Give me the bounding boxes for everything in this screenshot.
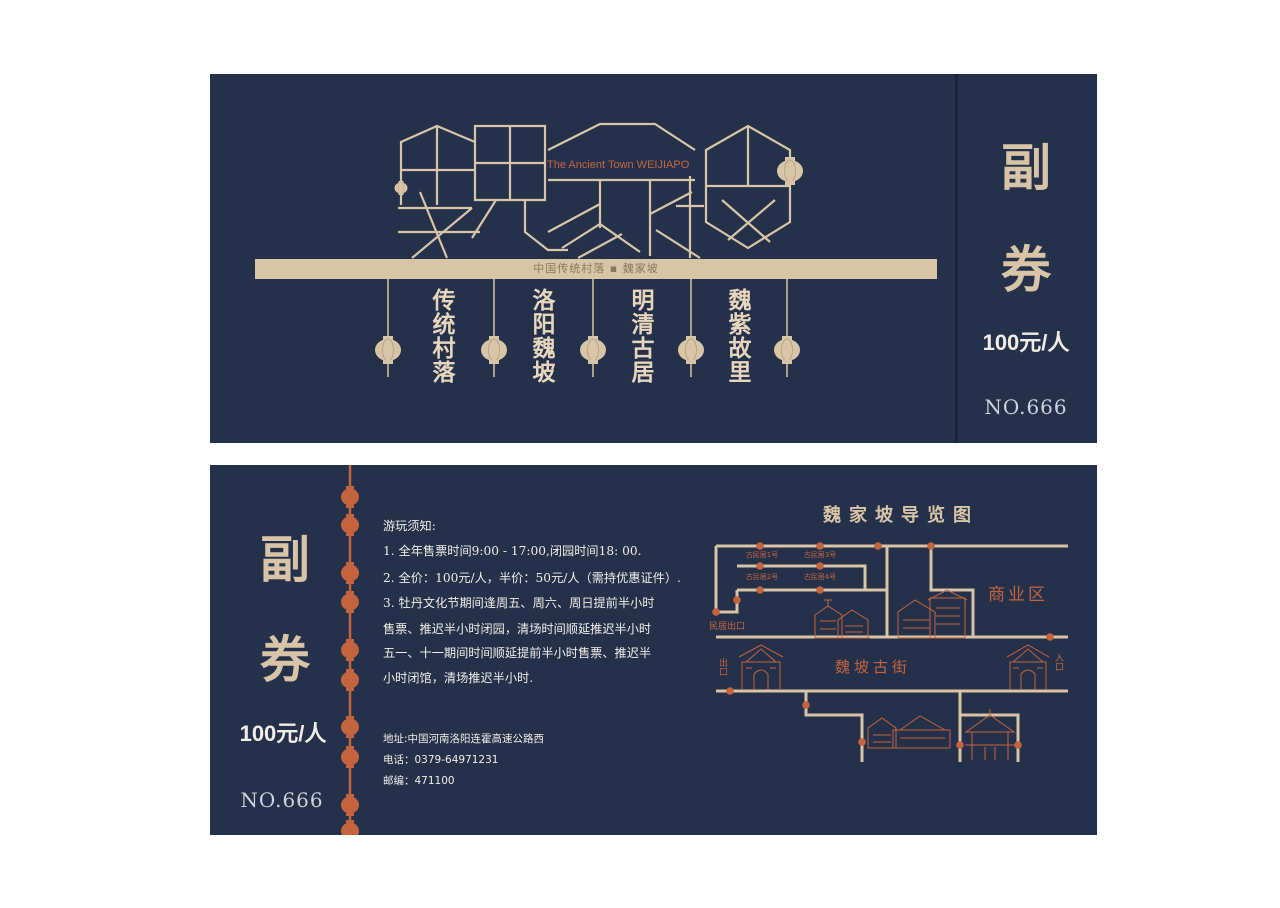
stub-char-quan: 券 (1001, 241, 1051, 299)
notes-line: 1. 全年售票时间9:00 - 17:00,闭园时间18: 00. (383, 544, 642, 558)
hanging-lantern (773, 335, 801, 378)
notes-line: 2. 全价：100元/人，半价：50元/人（需持优惠证件）. (383, 571, 681, 585)
map-label-exit: 出口 (717, 658, 727, 676)
contact-address: 地址:中国河南洛阳连霍高速公路西 (383, 733, 545, 745)
notes-line: 小时闭馆，清场推迟半小时. (383, 671, 534, 685)
stub-char-fu: 副 (260, 531, 310, 589)
map-label-house: 古民居2号 (745, 573, 779, 581)
contact-phone: 电话：0379-64971231 (383, 754, 499, 766)
stub-price: 100元/人 (982, 330, 1070, 355)
stub-number: NO.666 (240, 788, 324, 812)
contact-postcode: 邮编：471100 (383, 775, 455, 787)
ticket-back: 副 券 100元/人 NO.666 游玩须知: 1. 全年售票时间9:00 - … (210, 465, 1097, 835)
residence-cluster-illustration (814, 599, 870, 639)
map-buildings (738, 589, 1050, 760)
orange-lantern (341, 746, 359, 768)
front-decoration (374, 74, 958, 443)
map-label-entrance: 入口 (1053, 653, 1063, 671)
map-label-commercial: 商业区 (988, 585, 1048, 605)
map-label-house: 古民居4号 (803, 573, 837, 581)
stub-char-quan: 券 (260, 631, 310, 689)
orange-lantern (341, 486, 359, 508)
ticket-front: The Ancient Town WEIJIAPO 中国传统村落 ▪ 魏家坡 传… (210, 74, 1097, 443)
notes-line: 3. 牡丹文化节期间逢周五、周六、周日提前半小时 (383, 596, 655, 610)
slogan-column: 洛阳魏坡 (528, 288, 555, 384)
hanging-lantern (579, 335, 607, 378)
map-points (712, 542, 1054, 749)
map-label-old-street: 魏坡古街 (834, 658, 911, 676)
courtyard-illustration (867, 715, 951, 749)
map-roads (714, 544, 1068, 762)
logo-lineart (398, 122, 792, 259)
hanging-lantern-strings (387, 279, 788, 337)
title-band: 中国传统村落 ▪ 魏家坡 (255, 259, 937, 279)
slogan-column: 传统村落 (428, 288, 455, 384)
map-title: 魏家坡导览图 (823, 505, 979, 526)
hanging-lantern (374, 335, 402, 378)
notes-line: 售票、推迟半小时闭园，清场时间顺延推迟半小时 (383, 622, 652, 636)
notes-title: 游玩须知: (383, 519, 436, 533)
slogan-column: 魏紫故里 (724, 288, 751, 384)
map-label-residence-exit: 民居出口 (708, 622, 745, 632)
band-text: 中国传统村落 ▪ 魏家坡 (533, 262, 659, 275)
orange-lantern (341, 591, 359, 613)
entrance-gate-illustration (1006, 644, 1050, 690)
notes-line: 五一、十一期间时间顺延提前半小时售票、推迟半 (383, 646, 652, 660)
exit-gate-illustration (738, 644, 784, 690)
back-decoration (341, 465, 1068, 835)
slogan-column: 明清古居 (627, 288, 654, 384)
pavilion-illustration (964, 709, 1016, 760)
hanging-lantern (480, 335, 508, 378)
orange-lantern (341, 820, 359, 835)
stub-price: 100元/人 (239, 721, 327, 746)
stub-char-fu: 副 (1001, 139, 1051, 197)
logo-lantern-large (776, 156, 804, 199)
map-label-house: 古民居3号 (803, 551, 837, 559)
hanging-lantern (677, 335, 705, 378)
logo-lantern-small (394, 180, 408, 202)
logo-subtitle: The Ancient Town WEIJIAPO (547, 159, 690, 171)
stub-number: NO.666 (984, 395, 1068, 419)
commercial-building-illustration (897, 589, 968, 639)
map-label-house: 古民居1号 (745, 551, 779, 559)
